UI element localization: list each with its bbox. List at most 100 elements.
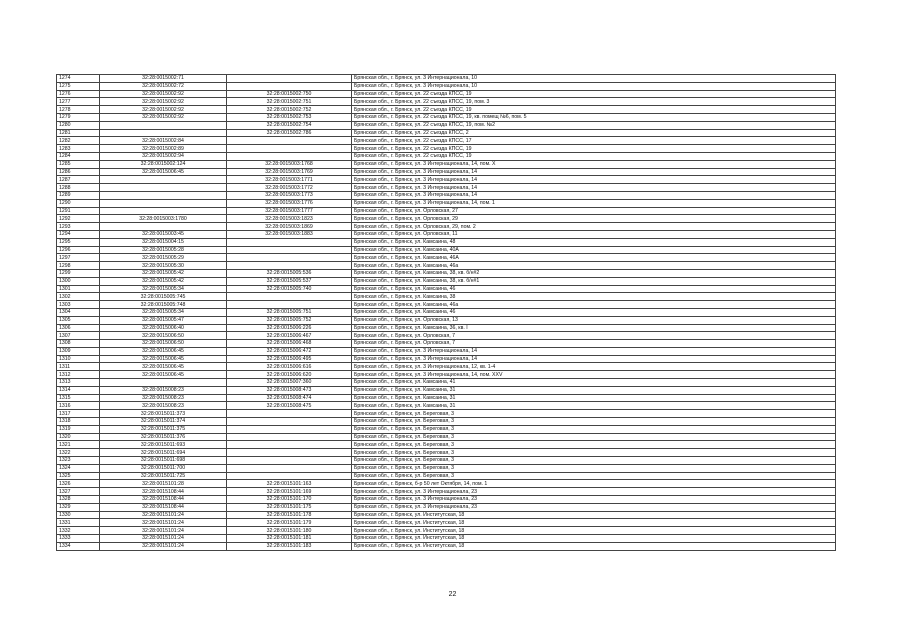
land-plot-cadastral-number-cell: 32:28:0015101:24 — [99, 510, 227, 520]
land-plot-cadastral-number-cell: 32:28:0015005:29 — [99, 253, 227, 263]
object-cadastral-number-cell: 32:28:0015003:1769 — [226, 167, 352, 177]
row-number-cell: 1279 — [56, 112, 100, 122]
land-plot-cadastral-number-cell: 32:28:0015108:44 — [99, 502, 227, 512]
land-plot-cadastral-number-cell: 32:28:0015006:40 — [99, 323, 227, 333]
object-cadastral-number-cell: 32:28:0015002:752 — [226, 105, 352, 114]
address-cell: Брянская обл., г. Брянск, ул. Береговая,… — [351, 417, 836, 426]
row-number-cell: 1317 — [56, 409, 100, 419]
row-number-cell: 1321 — [56, 440, 100, 450]
address-cell: Брянская обл., г. Брянск, ул. Камсаина, … — [351, 378, 836, 387]
row-number-cell: 1281 — [56, 128, 100, 138]
land-plot-cadastral-number-cell: 32:28:0015002:94 — [99, 151, 227, 161]
page-number: 22 — [448, 591, 457, 598]
address-cell: Брянская обл., г. Брянск, ул. 3 Интернац… — [351, 190, 836, 200]
land-plot-cadastral-number-cell: 32:28:0015008:23 — [99, 401, 227, 411]
land-plot-cadastral-number-cell: 32:28:0015002:124 — [99, 159, 227, 169]
row-number-cell: 1301 — [56, 284, 100, 294]
land-plot-cadastral-number-cell: 32:28:0015006:50 — [99, 331, 227, 341]
object-cadastral-number-cell: 32:28:0015002:750 — [226, 89, 352, 99]
address-cell: Брянская обл., г. Брянск, ул. Береговая,… — [351, 471, 836, 481]
object-cadastral-number-cell: 32:28:0015006:226 — [226, 323, 352, 333]
land-plot-cadastral-number-cell — [99, 183, 227, 192]
row-number-cell: 1296 — [56, 245, 100, 255]
object-cadastral-number-cell: 32:28:0015003:1773 — [226, 190, 352, 200]
address-cell: Брянская обл., г. Брянск, ул. Камсаина, … — [351, 268, 836, 278]
address-cell: Брянская обл., г. Брянск, ул. 3 Интернац… — [351, 74, 836, 83]
address-cell: Брянская обл., г. Брянск, ул. 3 Интернац… — [351, 362, 836, 372]
row-number-cell: 1276 — [56, 89, 100, 99]
address-cell: Брянская обл., г. Брянск, ул. 22 съезда … — [351, 128, 836, 138]
land-plot-cadastral-number-cell: 32:28:0015005:42 — [99, 268, 227, 278]
address-cell: Брянская обл., г. Брянск, ул. Камсаина, … — [351, 393, 836, 403]
land-plot-cadastral-number-cell: 32:28:0015003:1780 — [99, 214, 227, 224]
object-cadastral-number-cell: 32:28:0015003:1772 — [226, 183, 352, 192]
object-cadastral-number-cell — [226, 237, 352, 247]
address-cell: Брянская обл., г. Брянск, ул. Береговая,… — [351, 424, 836, 434]
land-plot-cadastral-number-cell: 32:28:0015011:375 — [99, 424, 227, 434]
object-cadastral-number-cell: 32:28:0015008:473 — [226, 385, 352, 395]
land-plot-cadastral-number-cell: 32:28:0015108:44 — [99, 487, 227, 497]
row-number-cell: 1332 — [56, 526, 100, 536]
address-cell: Брянская обл., г. Брянск, ул. Камсаина, … — [351, 385, 836, 395]
land-plot-cadastral-number-cell: 32:28:0015006:45 — [99, 370, 227, 380]
object-cadastral-number-cell: 32:28:0015006:472 — [226, 346, 352, 356]
address-cell: Брянская обл., г. Брянск, ул. Камсаина, … — [351, 245, 836, 255]
land-plot-cadastral-number-cell — [99, 190, 227, 200]
land-plot-cadastral-number-cell — [99, 206, 227, 216]
land-plot-cadastral-number-cell — [99, 222, 227, 231]
object-cadastral-number-cell: 32:28:0015101:178 — [226, 510, 352, 520]
address-cell: Брянская обл., г. Брянск, ул. Камсаина, … — [351, 300, 836, 309]
land-plot-cadastral-number-cell: 32:28:0015011:373 — [99, 409, 227, 419]
address-cell: Брянская обл., г. Брянск, ул. Орловская,… — [351, 315, 836, 325]
object-cadastral-number-cell — [226, 253, 352, 263]
land-plot-cadastral-number-cell: 32:28:0015006:45 — [99, 354, 227, 364]
object-cadastral-number-cell: 32:28:0015008:475 — [226, 401, 352, 411]
row-number-cell: 1325 — [56, 471, 100, 481]
row-number-cell: 1282 — [56, 136, 100, 146]
row-number-cell: 1292 — [56, 214, 100, 224]
land-plot-cadastral-number-cell: 32:28:0015006:45 — [99, 362, 227, 372]
object-cadastral-number-cell: 32:28:0015005:536 — [226, 268, 352, 278]
row-number-cell: 1316 — [56, 401, 100, 411]
address-cell: Брянская обл., г. Брянск, ул. Береговая,… — [351, 440, 836, 450]
row-number-cell: 1274 — [56, 74, 100, 83]
land-plot-cadastral-number-cell: 32:28:0015002:92 — [99, 89, 227, 99]
land-plot-cadastral-number-cell: 32:28:0015006:45 — [99, 346, 227, 356]
address-cell: Брянская обл., г. Брянск, ул. Береговая,… — [351, 432, 836, 442]
address-cell: Брянская обл., г. Брянск, ул. Береговая,… — [351, 409, 836, 419]
address-cell: Брянская обл., г. Брянск, ул. 22 съезда … — [351, 120, 836, 130]
object-cadastral-number-cell: 32:28:0015003:1883 — [226, 229, 352, 239]
object-cadastral-number-cell — [226, 424, 352, 434]
address-cell: Брянская обл., г. Брянск, ул. Орловская,… — [351, 206, 836, 216]
address-cell: Брянская обл., г. Брянск, ул. Институтск… — [351, 534, 836, 543]
row-number-cell: 1297 — [56, 253, 100, 263]
land-plot-cadastral-number-cell: 32:28:0015011:700 — [99, 463, 227, 473]
land-plot-cadastral-number-cell: 32:28:0015002:84 — [99, 136, 227, 146]
row-number-cell: 1298 — [56, 261, 100, 270]
row-number-cell: 1289 — [56, 190, 100, 200]
